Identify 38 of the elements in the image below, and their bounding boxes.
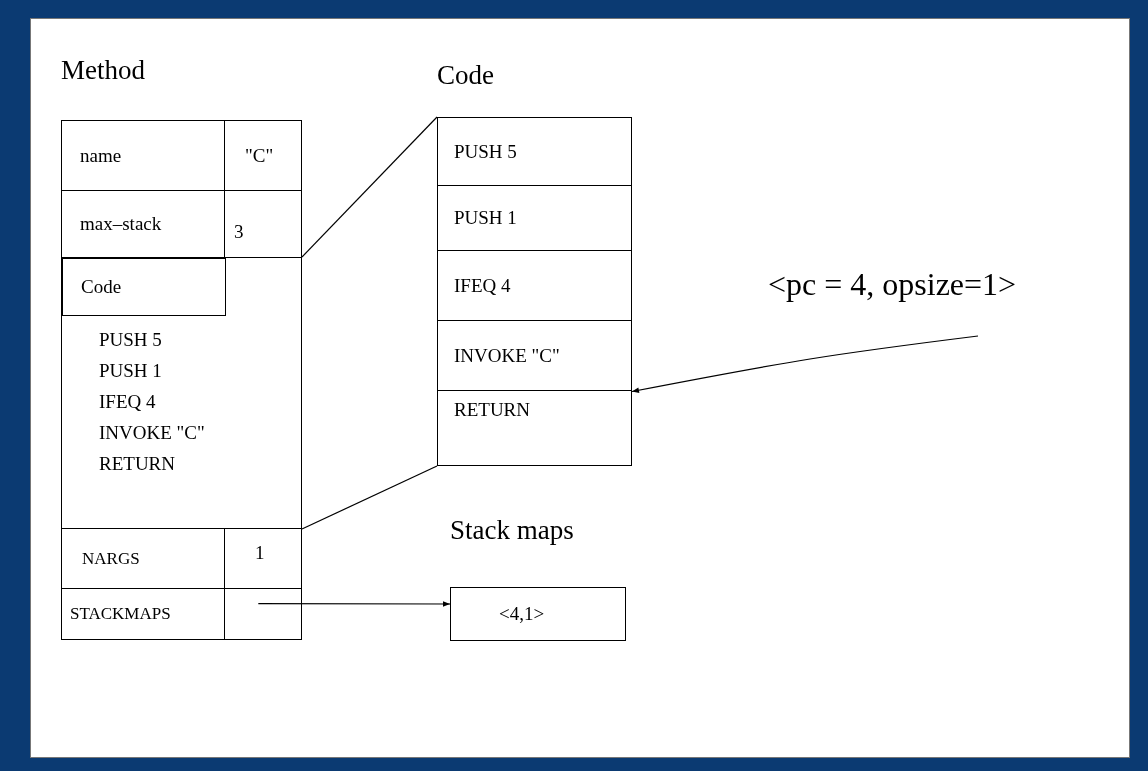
instruction: RETURN [453,399,530,421]
code-line: IFEQ 4 [99,390,157,414]
code-line: PUSH 5 [99,328,163,352]
table-cell [224,588,302,640]
table-cell [437,117,632,186]
table-cell [61,588,225,640]
arrow [257,601,451,607]
code-line: RETURN [99,452,176,476]
arrow [631,335,979,393]
table-cell [62,258,226,316]
code-area [61,257,302,529]
instruction: IFEQ 4 [453,274,511,297]
table-cell [437,320,632,391]
code-line: INVOKE "C" [99,421,205,445]
field-label: max–stack [79,213,162,235]
table-heading: Method [61,55,145,86]
instruction: PUSH 1 [453,207,517,229]
table-cell [224,120,302,191]
table-heading: Stack maps [450,515,574,546]
stack-map-entry: <4,1> [498,603,545,625]
field-label: STACKMAPS [69,604,171,624]
field-value: "C" [244,144,274,167]
field-label: NARGS [81,548,140,569]
code-line: PUSH 1 [99,359,163,383]
field-value: 1 [254,541,265,564]
annotation-text: <pc = 4, opsize=1> [768,266,1017,303]
instruction: PUSH 5 [453,140,517,163]
table-cell [437,250,632,321]
field-label: name [79,144,122,167]
connector-line [301,116,438,258]
instruction: INVOKE "C" [453,344,560,367]
table-cell [437,390,632,466]
connector-line [301,465,438,530]
table-cell [437,185,632,251]
field-label: Code [80,276,122,298]
table-heading: Code [437,60,494,91]
table-cell [61,120,225,191]
field-value: 3 [233,221,244,243]
